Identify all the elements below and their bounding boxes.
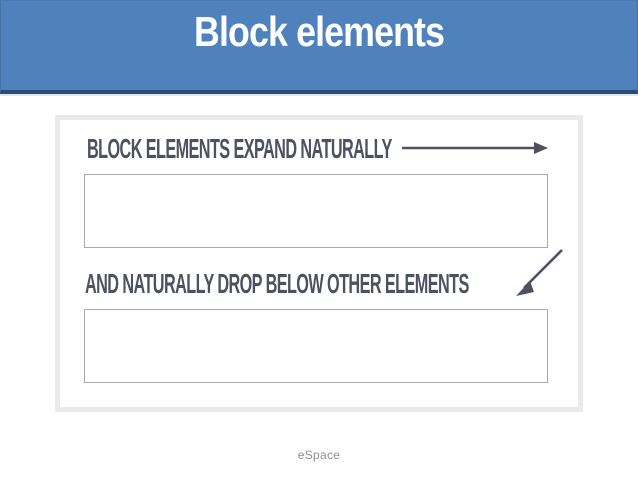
block-elements-diagram: BLOCK ELEMENTS EXPAND NATURALLY AND NATU… [55,115,583,412]
block-element-box-bottom [84,309,548,383]
slide-footer: eSpace [0,446,638,464]
slide-title: Block elements [193,8,445,56]
right-arrow-icon [402,142,548,154]
down-left-arrow-icon [516,249,563,296]
footer-brand: eSpace [297,448,341,462]
diagram-caption-expand: BLOCK ELEMENTS EXPAND NATURALLY [87,133,392,164]
block-element-box-top [84,174,548,248]
diagram-caption-drop-below: AND NATURALLY DROP BELOW OTHER ELEMENTS [85,268,469,299]
slide-title-banner: Block elements [0,0,638,94]
